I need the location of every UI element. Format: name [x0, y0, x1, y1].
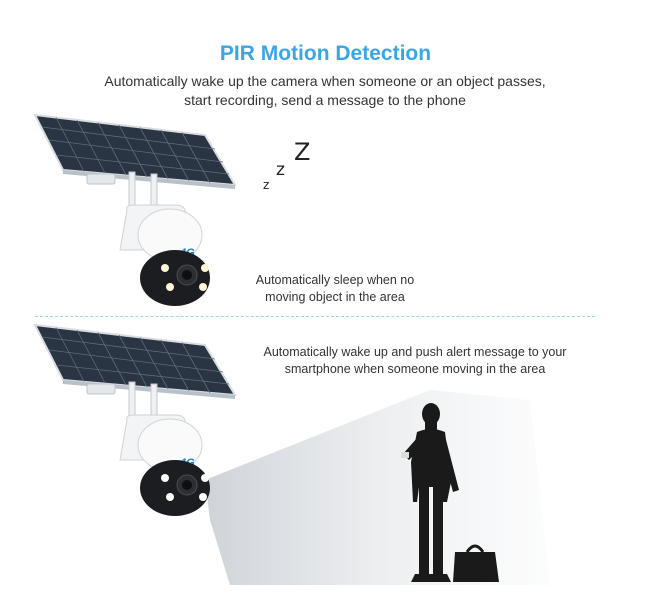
sleep-z-medium: z [276, 160, 285, 180]
dashed-divider [35, 316, 595, 317]
sleep-z-large: Z [294, 138, 311, 166]
solar-camera-bottom: 4G [33, 323, 237, 516]
smartphone-icon [401, 452, 409, 458]
solar-camera-top: 4G [33, 113, 237, 306]
person-silhouette-icon [401, 403, 499, 582]
wake-caption: Automatically wake up and push alert mes… [263, 345, 567, 376]
sleep-caption: Automatically sleep when no moving objec… [255, 273, 415, 304]
sleep-z-small: z [263, 178, 270, 192]
detection-beam [205, 390, 550, 585]
page-subtitle: Automatically wake up the camera when so… [104, 73, 546, 108]
page-title: PIR Motion Detection [219, 42, 432, 65]
